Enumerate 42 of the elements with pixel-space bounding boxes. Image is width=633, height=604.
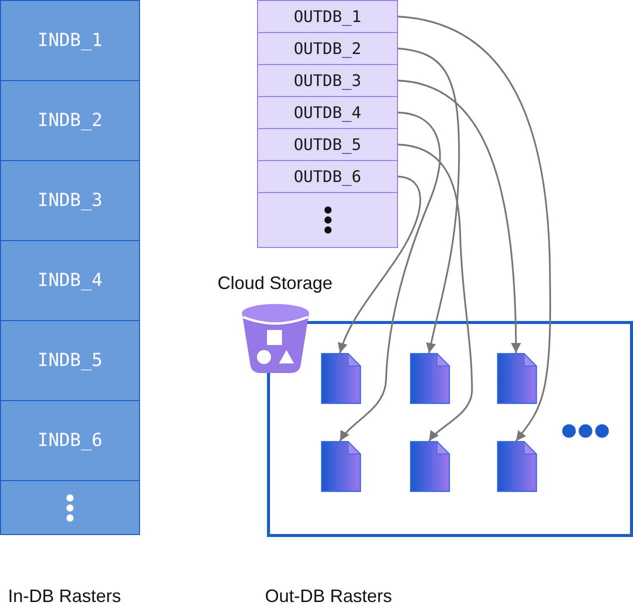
record-box: [0, 160, 140, 241]
record-box: [257, 128, 398, 161]
raster-name: OUTDB_3: [294, 70, 362, 90]
arrow: [338, 176, 422, 354]
raster-name: INDB_3: [37, 190, 103, 212]
arrow: [398, 16, 552, 442]
storage-container: [267, 321, 633, 537]
file-icon: [321, 353, 361, 404]
record-box: [257, 32, 398, 65]
raster-name: OUTDB_2: [294, 38, 362, 58]
record-box: [257, 0, 398, 33]
record-box: [0, 480, 140, 535]
arrow: [398, 80, 521, 354]
file-icon: [410, 353, 450, 404]
record-box: [257, 64, 398, 97]
file-icon: [497, 441, 537, 492]
raster-name: INDB_4: [37, 270, 103, 292]
file-icon: [321, 441, 361, 492]
record-box: [257, 96, 398, 129]
arrow: [339, 112, 441, 442]
record-box: [0, 400, 140, 481]
arrow: [398, 48, 460, 354]
record-box: [257, 192, 398, 248]
raster-name: INDB_5: [37, 350, 103, 372]
record-box: [0, 0, 140, 81]
raster-name: OUTDB_5: [294, 134, 362, 154]
storage-label: Cloud Storage: [217, 272, 333, 294]
record-box: [0, 240, 140, 321]
file-icon: [410, 441, 450, 492]
raster-name: INDB_2: [37, 110, 103, 132]
caption: Out-DB Rasters: [265, 585, 392, 604]
raster-name: OUTDB_4: [294, 102, 362, 122]
file-icon: [497, 353, 537, 404]
record-box: [0, 320, 140, 401]
raster-name: OUTDB_6: [294, 166, 362, 186]
record-box: [0, 80, 140, 161]
record-box: [257, 160, 398, 193]
raster-name: OUTDB_1: [294, 6, 362, 26]
caption: In-DB Rasters: [8, 585, 122, 604]
raster-name: INDB_1: [37, 30, 103, 52]
arrow: [398, 144, 473, 442]
raster-name: INDB_6: [37, 430, 103, 452]
